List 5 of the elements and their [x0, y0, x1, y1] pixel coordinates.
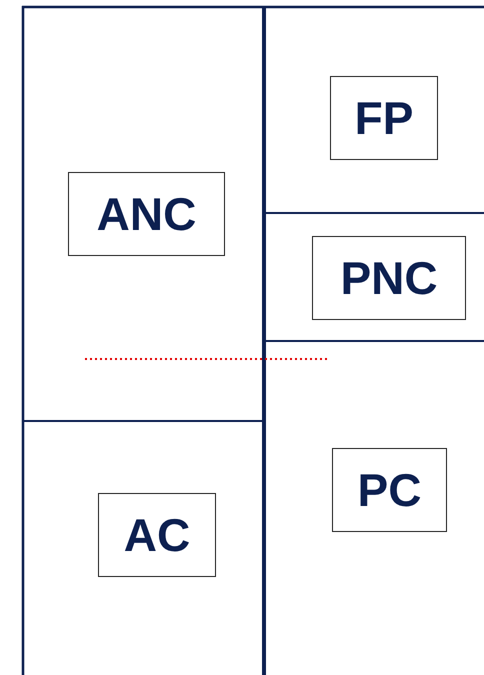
label-box: AC — [98, 493, 216, 577]
label-box: FP — [330, 76, 438, 160]
label-box: PC — [332, 448, 447, 532]
label-box: ANC — [68, 172, 225, 256]
label-box: PNC — [312, 236, 466, 320]
